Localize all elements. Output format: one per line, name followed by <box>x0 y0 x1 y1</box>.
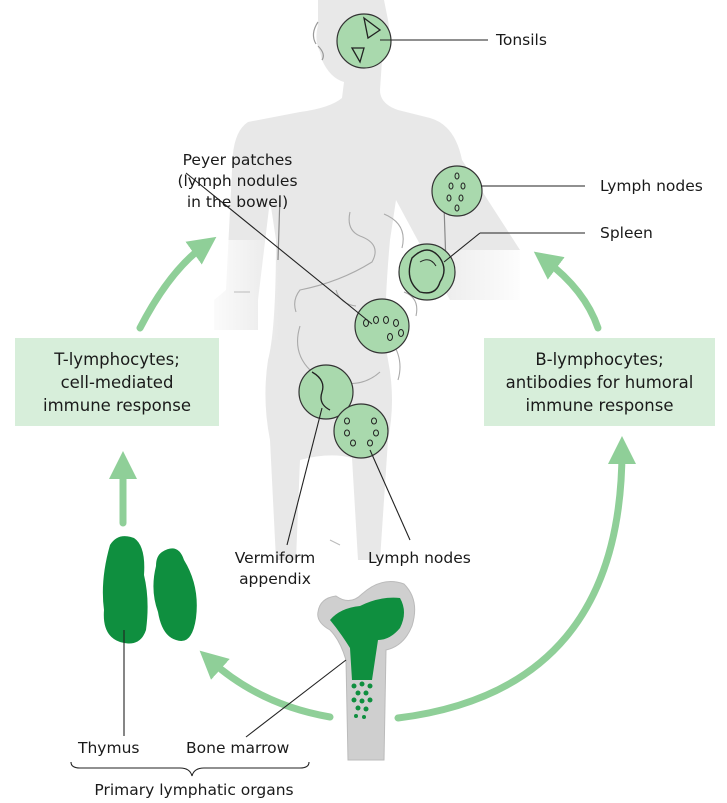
appendix-line-2: appendix <box>220 569 330 590</box>
b-box-line-2: antibodies for humoral <box>484 371 715 394</box>
b-box-line-3: immune response <box>484 394 715 417</box>
label-spleen: Spleen <box>600 223 653 244</box>
label-primary-lymphatic-organs: Primary lymphatic organs <box>70 780 318 801</box>
peyer-line-3: in the bowel) <box>150 192 325 213</box>
thymus-organ <box>103 536 197 643</box>
label-tonsils: Tonsils <box>496 30 547 51</box>
tonsils-circle <box>337 14 391 68</box>
label-peyer-patches: Peyer patches (lymph nodules in the bowe… <box>150 150 325 213</box>
t-box-line-1: T-lymphocytes; <box>15 348 219 371</box>
peyer-line-1: Peyer patches <box>150 150 325 171</box>
spleen-circle <box>399 244 455 300</box>
t-box-line-3: immune response <box>15 394 219 417</box>
label-bone-marrow: Bone marrow <box>186 738 289 759</box>
peyer-line-2: (lymph nodules <box>150 171 325 192</box>
peyer-patches-circle <box>355 299 409 353</box>
appendix-line-1: Vermiform <box>220 548 330 569</box>
human-body-silhouette <box>200 0 530 560</box>
b-lymphocytes-box: B-lymphocytes; antibodies for humoral im… <box>484 338 715 426</box>
label-lymph-nodes-lower: Lymph nodes <box>368 548 471 569</box>
label-thymus: Thymus <box>78 738 139 759</box>
lymph-node-lower-circle <box>334 404 388 458</box>
b-box-line-1: B-lymphocytes; <box>484 348 715 371</box>
t-lymphocytes-box: T-lymphocytes; cell-mediated immune resp… <box>15 338 219 426</box>
label-lymph-nodes-upper: Lymph nodes <box>600 176 703 197</box>
label-vermiform-appendix: Vermiform appendix <box>220 548 330 590</box>
lymph-node-upper-circle <box>432 166 482 216</box>
t-box-line-2: cell-mediated <box>15 371 219 394</box>
